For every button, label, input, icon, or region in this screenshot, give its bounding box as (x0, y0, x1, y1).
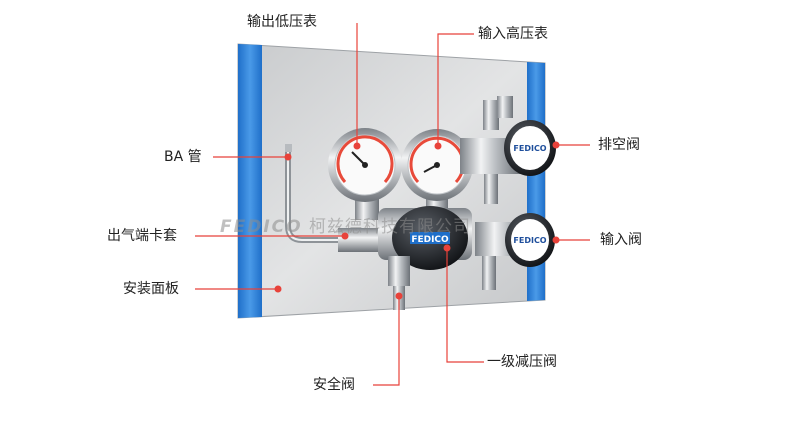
label-high-gauge: 输入高压表 (478, 26, 548, 42)
callout-dot-icon (434, 142, 442, 150)
callout-line-safety-valve (373, 296, 400, 386)
label-safety-valve: 安全阀 (313, 377, 355, 393)
callout-dot-icon (274, 285, 282, 293)
watermark-brand: FEDICO (220, 217, 303, 237)
label-inlet-valve: 输入阀 (600, 232, 642, 248)
callout-dot-icon (284, 153, 292, 161)
label-ba-tube: BA 管 (164, 149, 202, 165)
label-vent-valve: 排空阀 (598, 137, 640, 153)
watermark-company: 柯兹德科技有限公司 (309, 217, 471, 237)
callout-dot-icon (395, 292, 403, 300)
vent-valve: FEDICO (460, 96, 556, 204)
label-low-gauge: 输出低压表 (247, 14, 317, 30)
label-mount-panel: 安装面板 (123, 281, 179, 297)
callout-line-high-gauge (437, 33, 474, 146)
high-pressure-gauge (401, 129, 473, 220)
watermark: FEDICO 柯兹德科技有限公司 (220, 212, 471, 237)
callout-dot-icon (552, 141, 560, 149)
callout-dot-icon (552, 236, 560, 244)
callout-dot-icon (443, 244, 451, 252)
callout-dots (274, 141, 560, 300)
regulator-brand: FEDICO (411, 235, 449, 245)
label-outlet-fitting: 出气端卡套 (107, 228, 177, 244)
inlet-valve-brand: FEDICO (513, 236, 546, 245)
callouts (195, 23, 590, 386)
inlet-valve: FEDICO (475, 213, 555, 290)
callout-dot-icon (341, 232, 349, 240)
label-regulator: 一级减压阀 (487, 354, 557, 370)
callout-line-regulator (446, 248, 484, 363)
callout-dot-icon (353, 142, 361, 150)
low-pressure-gauge (328, 128, 402, 220)
vent-valve-brand: FEDICO (513, 144, 546, 153)
